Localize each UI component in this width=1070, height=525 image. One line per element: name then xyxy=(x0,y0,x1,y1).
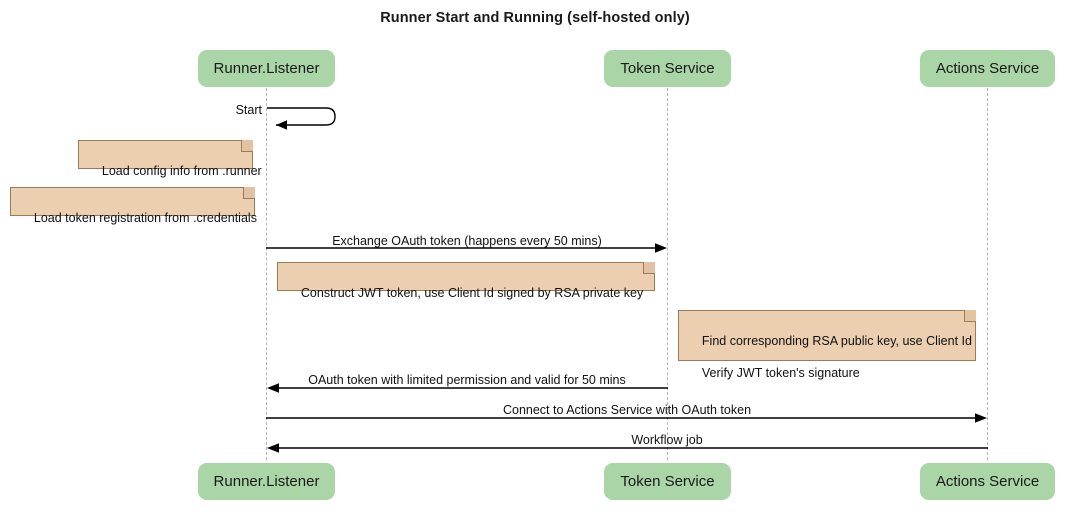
note-fold-corner-icon xyxy=(643,262,655,274)
participant-runner-top[interactable]: Runner.Listener xyxy=(198,50,335,87)
note-text: Construct JWT token, use Client Id signe… xyxy=(300,286,644,300)
message-arrow-exchange-oauth-token xyxy=(266,243,667,253)
lifeline-actions xyxy=(987,88,988,460)
message-arrow-workflow-job xyxy=(267,443,988,453)
note-fold-corner-icon xyxy=(964,310,976,322)
message-arrow-start xyxy=(267,107,336,130)
message-label-connect-actions: Connect to Actions Service with OAuth to… xyxy=(502,403,752,417)
participant-label: Runner.Listener xyxy=(213,60,320,77)
page-title: Runner Start and Running (self-hosted on… xyxy=(380,10,690,26)
message-label-start: Start xyxy=(235,103,262,117)
participant-label: Token Service xyxy=(620,473,715,490)
note-fold-corner-icon xyxy=(243,187,255,199)
lifeline-runner xyxy=(266,88,267,460)
note-load-token-registration: Load token registration from .credential… xyxy=(10,187,257,225)
participant-actions-bottom[interactable]: Actions Service xyxy=(920,463,1055,500)
message-label-exchange-oauth-token: Exchange OAuth token (happens every 50 m… xyxy=(332,234,602,248)
message-label-workflow-job: Workflow job xyxy=(631,433,703,447)
participant-runner-bottom[interactable]: Runner.Listener xyxy=(198,463,335,500)
participant-label: Actions Service xyxy=(935,60,1040,77)
note-verify-jwt: Find corresponding RSA public key, use C… xyxy=(678,310,976,380)
note-fold-corner-icon xyxy=(241,140,253,152)
participant-token-bottom[interactable]: Token Service xyxy=(604,463,731,500)
participant-token-top[interactable]: Token Service xyxy=(604,50,731,87)
note-load-config: Load config info from .runner xyxy=(78,140,262,178)
message-label-oauth-token-returned: OAuth token with limited permission and … xyxy=(308,373,626,387)
note-text: Load config info from .runner xyxy=(101,164,262,178)
note-text: Load token registration from .credential… xyxy=(33,211,257,225)
message-arrow-oauth-token-returned xyxy=(267,383,668,393)
lifeline-token xyxy=(667,88,668,460)
participant-actions-top[interactable]: Actions Service xyxy=(920,50,1055,87)
note-text-line-2: Verify JWT token's signature xyxy=(701,366,860,380)
note-text-line-1: Find corresponding RSA public key, use C… xyxy=(701,334,972,348)
participant-label: Token Service xyxy=(620,60,715,77)
message-arrow-connect-actions xyxy=(266,413,987,423)
participant-label: Actions Service xyxy=(935,473,1040,490)
participant-label: Runner.Listener xyxy=(213,473,320,490)
note-construct-jwt: Construct JWT token, use Client Id signe… xyxy=(277,262,655,300)
